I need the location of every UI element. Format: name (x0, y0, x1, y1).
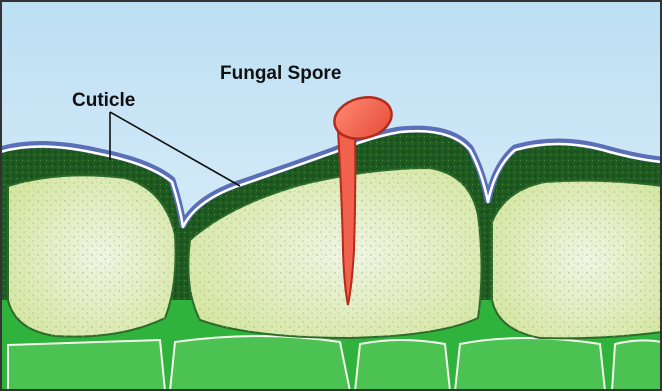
lower-cell (455, 338, 605, 391)
lower-cell (170, 336, 350, 391)
lower-cells (8, 336, 662, 391)
epidermal-cells (8, 168, 662, 338)
label-cuticle: Cuticle (72, 90, 135, 111)
epidermal-cell-right-texture (492, 181, 662, 339)
lower-cell (8, 340, 165, 391)
lower-cell (355, 340, 450, 391)
label-fungal-spore: Fungal Spore (220, 63, 341, 84)
lower-cell (612, 340, 662, 391)
epidermal-cell-left-texture (8, 175, 176, 336)
